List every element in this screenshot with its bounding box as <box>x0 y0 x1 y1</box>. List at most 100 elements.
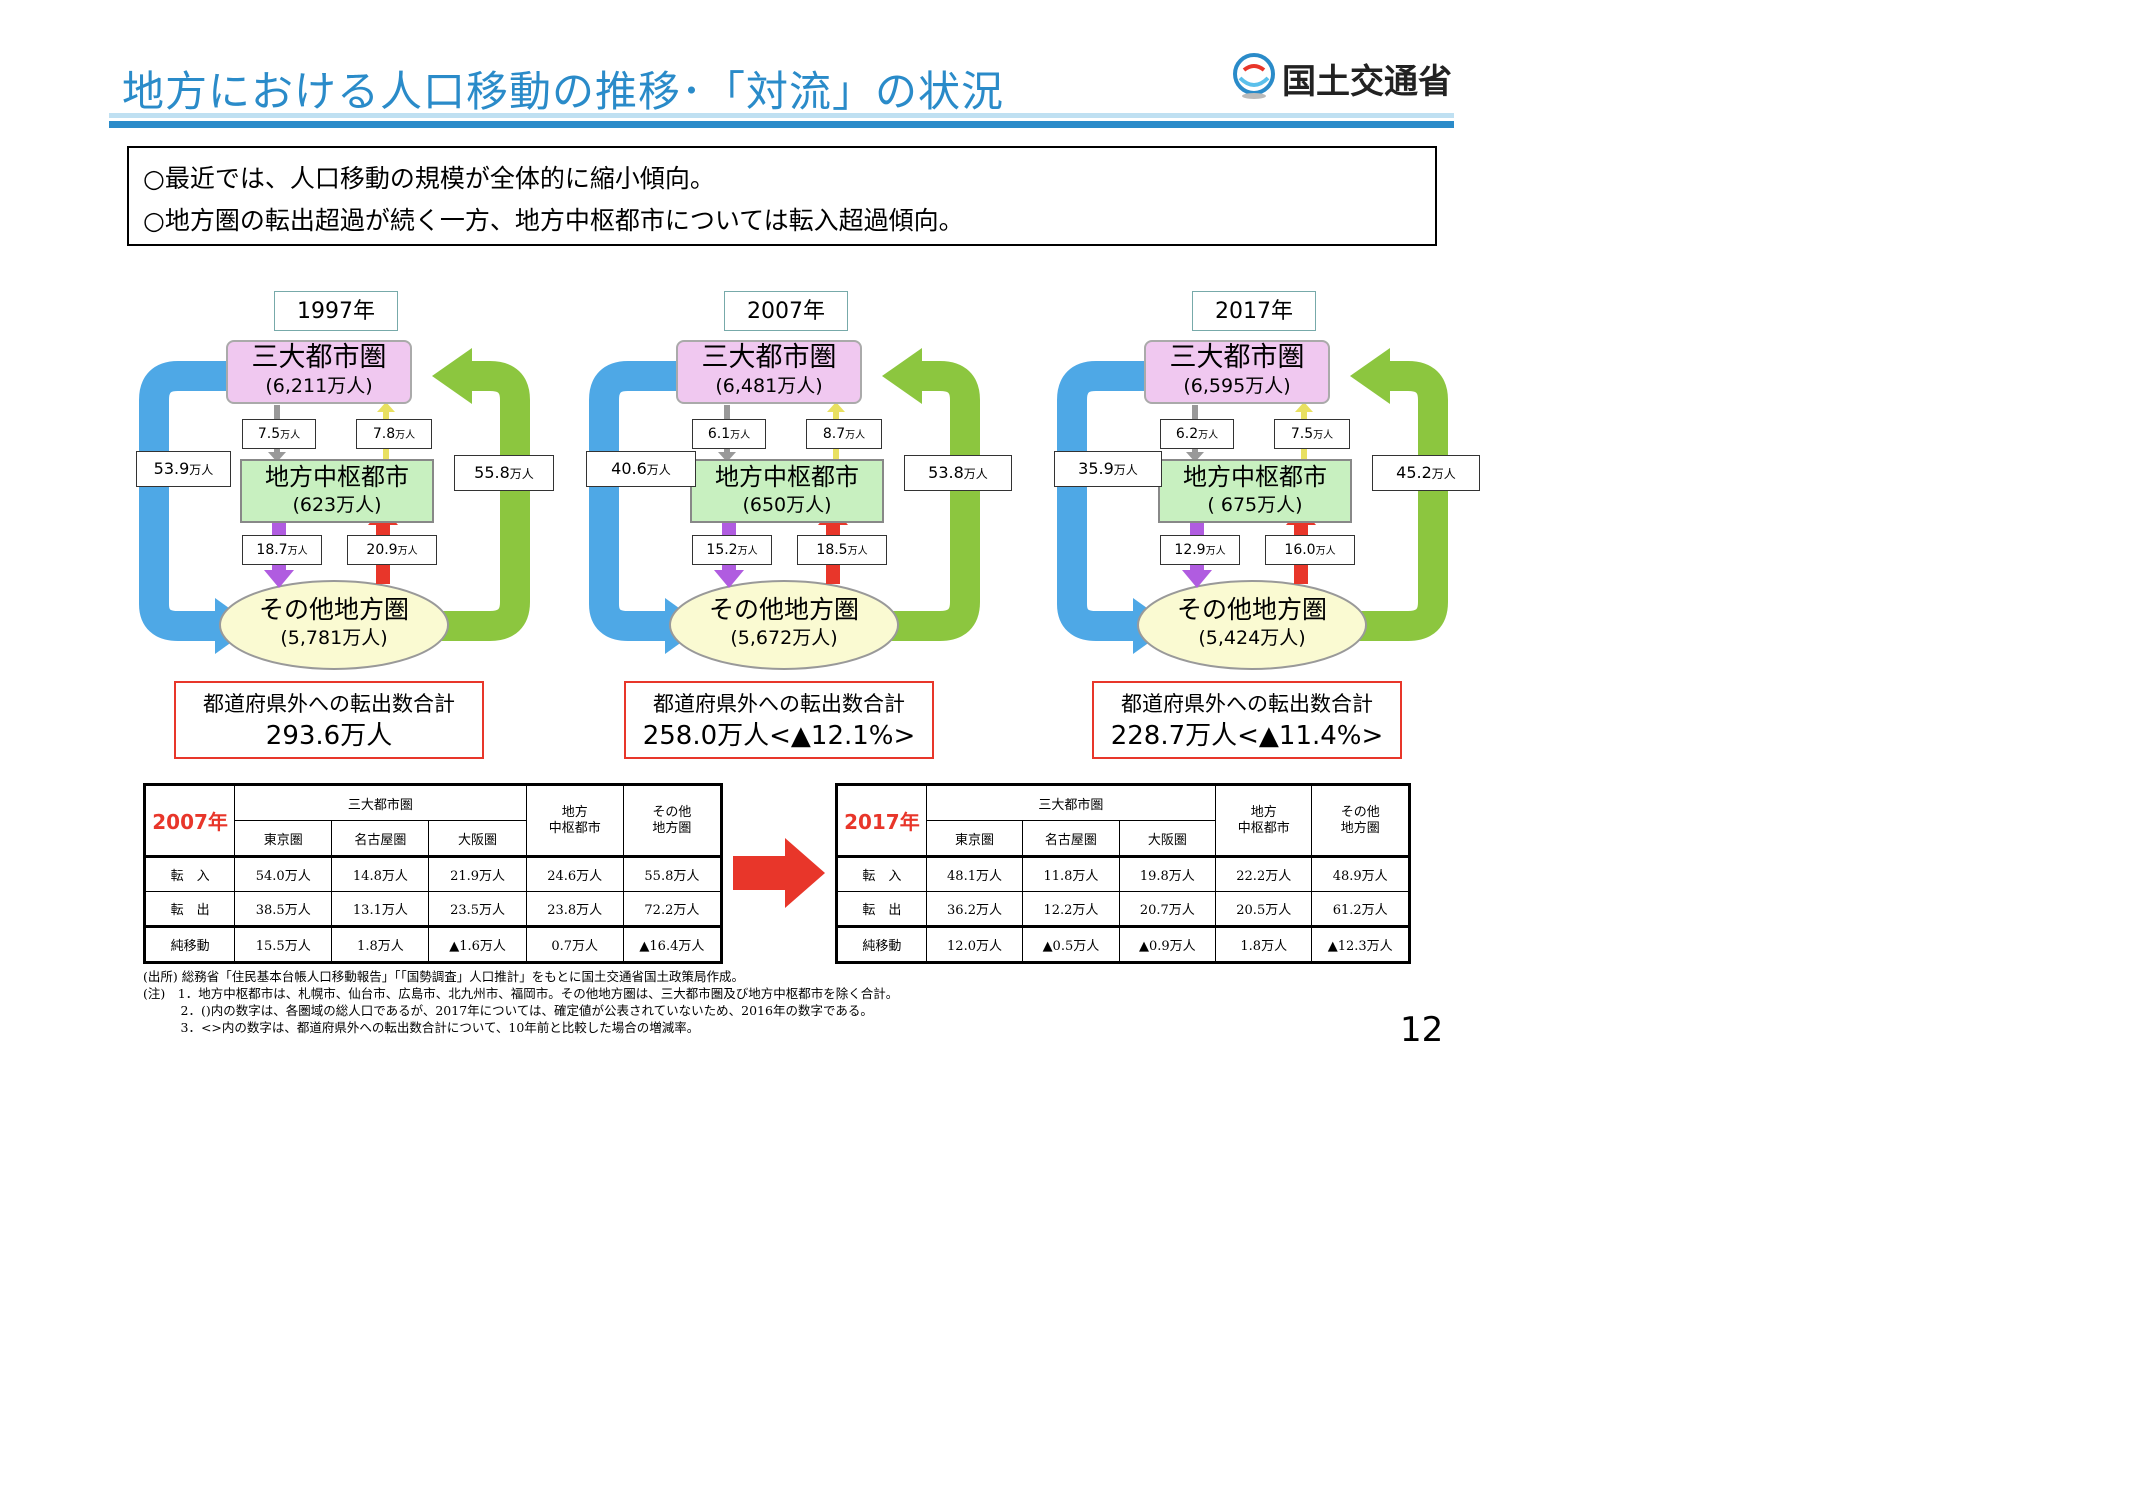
other-to-metro-value: 55.8万人 <box>454 455 554 491</box>
table-other-header: その他地方圏 <box>1311 784 1410 857</box>
metro-to-hub-value: 6.2万人 <box>1160 419 1234 449</box>
table-hub-header: 地方中枢都市 <box>525 784 624 857</box>
metro-area-name: 三大都市圏 <box>1169 342 1305 373</box>
metro-area-name: 三大都市圏 <box>701 342 837 373</box>
summary-box: ○最近では、人口移動の規模が全体的に縮小傾向。 ○地方圏の転出超過が続く一方、地… <box>127 146 1437 246</box>
right-flow-arrow <box>880 361 980 641</box>
table-cell: 13.1万人 <box>331 891 430 927</box>
table-cell: 12.0万人 <box>925 925 1024 963</box>
summary-line-1: ○最近では、人口移動の規模が全体的に縮小傾向。 <box>143 164 715 193</box>
migration-table-2017: 2017年 三大都市圏 地方中枢都市 その他地方圏 東京圏名古屋圏大阪圏 転 入… <box>835 783 1411 964</box>
metro-area-population: (6,481万人) <box>715 375 823 397</box>
regional-hub-name: 地方中枢都市 <box>1183 463 1327 491</box>
table-cell: 72.2万人 <box>622 891 723 927</box>
regional-hub-box: 地方中枢都市 ( 675万人) <box>1158 459 1352 523</box>
metro-area-box: 三大都市圏 (6,481万人) <box>676 340 862 404</box>
other-to-metro-value: 53.8万人 <box>904 455 1012 491</box>
metro-to-hub-value: 7.5万人 <box>242 419 316 449</box>
table-cell: 12.2万人 <box>1022 891 1120 927</box>
page-number: 12 <box>1400 1010 1444 1050</box>
regional-hub-population: (650万人) <box>742 494 832 516</box>
table-cell: ▲16.4万人 <box>622 925 723 963</box>
metro-area-population: (6,595万人) <box>1183 375 1291 397</box>
table-row-label: 転 入 <box>836 855 927 892</box>
page-title: 地方における人口移動の推移･「対流」の状況 <box>122 67 1005 116</box>
table-cell: 22.2万人 <box>1215 855 1313 892</box>
other-region-label: その他地方圏 (5,672万人) <box>684 595 884 651</box>
table-row-label: 転 出 <box>836 891 927 927</box>
table-cell: 15.5万人 <box>234 925 333 963</box>
other-region-population: (5,672万人) <box>730 627 838 649</box>
table-row-label: 転 入 <box>143 855 236 892</box>
right-flow-arrow <box>1348 361 1448 641</box>
metro-to-hub-arrow-head <box>1186 452 1204 462</box>
metro-area-box: 三大都市圏 (6,211万人) <box>226 340 412 404</box>
table-year: 2007年 <box>143 784 236 857</box>
other-region-ellipse <box>219 580 449 670</box>
table-subheader: 東京圏 <box>234 820 333 857</box>
left-flow-arrow <box>139 361 252 641</box>
table-subheader: 大阪圏 <box>1118 820 1217 857</box>
hub-to-metro-value: 7.8万人 <box>356 419 432 449</box>
other-region-name: その他地方圏 <box>258 595 409 624</box>
table-subheader: 大阪圏 <box>428 820 527 857</box>
left-flow-arrow <box>1057 361 1170 641</box>
other-region-ellipse <box>669 580 899 670</box>
table-cell: 0.7万人 <box>525 925 624 963</box>
total-outflow-value: 293.6万人 <box>265 721 393 751</box>
note-1: (注) 1．地方中枢都市は、札幌市、仙台市、広島市、北九州市、福岡市。その他地方… <box>143 986 899 1001</box>
table-cell: 38.5万人 <box>234 891 333 927</box>
table-cell: ▲1.6万人 <box>428 925 527 963</box>
table-cell: 23.5万人 <box>428 891 527 927</box>
table-cell: 1.8万人 <box>1215 925 1313 963</box>
total-outflow-label: 都道府県外への転出数合計 <box>1121 692 1373 716</box>
logo-text: 国土交通省 <box>1282 62 1452 102</box>
table-subheader: 東京圏 <box>925 820 1024 857</box>
hub-to-other-value: 12.9万人 <box>1160 535 1240 565</box>
regional-hub-population: ( 675万人) <box>1207 494 1303 516</box>
metro-to-hub-arrow-head <box>268 452 286 462</box>
other-region-label: その他地方圏 (5,424万人) <box>1152 595 1352 651</box>
regional-hub-name: 地方中枢都市 <box>265 463 409 491</box>
hub-to-other-arrow-head <box>714 570 744 588</box>
table-cell: 20.7万人 <box>1118 891 1217 927</box>
table-cell: 24.6万人 <box>525 855 624 892</box>
other-to-metro-value: 45.2万人 <box>1372 455 1480 491</box>
table-cell: ▲0.5万人 <box>1022 925 1120 963</box>
metro-area-box: 三大都市圏 (6,595万人) <box>1144 340 1330 404</box>
year-label: 1997年 <box>274 291 398 331</box>
note-2: 2．()内の数字は、各圏域の総人口であるが、2017年については、確定値が公表さ… <box>143 1003 873 1018</box>
other-to-hub-value: 20.9万人 <box>347 535 437 565</box>
hub-to-metro-value: 7.5万人 <box>1274 419 1350 449</box>
table-row-label: 純移動 <box>836 925 927 963</box>
migration-table-2007: 2007年 三大都市圏 地方中枢都市 その他地方圏 東京圏名古屋圏大阪圏 転 入… <box>143 783 723 964</box>
total-outflow-box: 都道府県外への転出数合計 293.6万人 <box>174 681 484 759</box>
right-flow-arrow-head <box>882 348 922 404</box>
table-subheader: 名古屋圏 <box>331 820 430 857</box>
table-subheader: 名古屋圏 <box>1022 820 1120 857</box>
other-to-hub-value: 16.0万人 <box>1265 535 1355 565</box>
right-flow-arrow <box>430 361 530 641</box>
table-cell: 21.9万人 <box>428 855 527 892</box>
other-region-label: その他地方圏 (5,781万人) <box>234 595 434 651</box>
hub-to-metro-arrow-head <box>377 402 395 412</box>
footnotes: (出所) 総務省「住民基本台帳人口移動報告」「「国勢調査」人口推計」をもとに国土… <box>143 968 898 1036</box>
hub-to-other-arrow-head <box>264 570 294 588</box>
other-to-hub-value: 18.5万人 <box>797 535 887 565</box>
table-cell: 1.8万人 <box>331 925 430 963</box>
table-cell: 54.0万人 <box>234 855 333 892</box>
regional-hub-box: 地方中枢都市 (623万人) <box>240 459 434 523</box>
table-year: 2017年 <box>836 784 927 857</box>
table-metro-header: 三大都市圏 <box>925 784 1217 821</box>
metro-to-hub-arrow-head <box>718 452 736 462</box>
left-flow-arrow <box>589 361 702 641</box>
metro-area-population: (6,211万人) <box>265 375 373 397</box>
table-cell: 48.1万人 <box>925 855 1024 892</box>
metro-area-name: 三大都市圏 <box>251 342 387 373</box>
other-region-name: その他地方圏 <box>1176 595 1327 624</box>
other-region-name: その他地方圏 <box>708 595 859 624</box>
regional-hub-population: (623万人) <box>292 494 382 516</box>
